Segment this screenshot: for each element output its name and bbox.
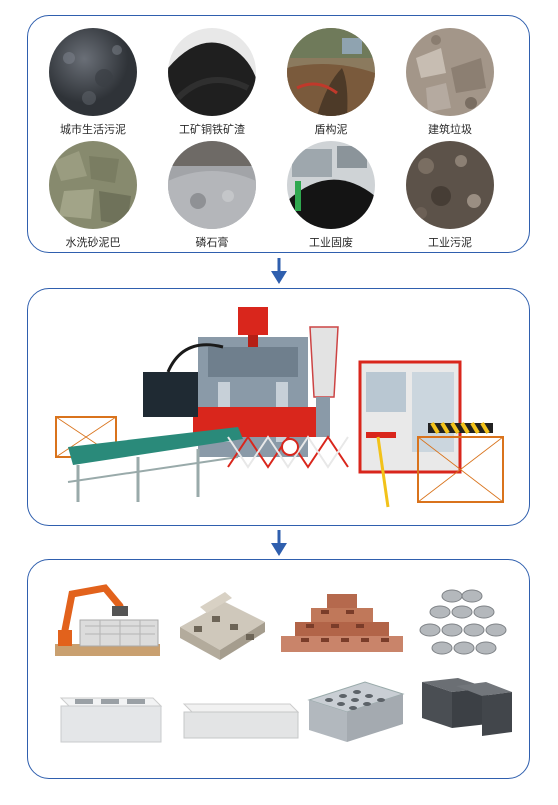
dark-grey-blocks-photo <box>416 672 516 744</box>
perforated-grey-block-photo <box>305 678 407 748</box>
round-pavers-photo <box>412 582 512 662</box>
block-press-machine-photo <box>55 307 504 508</box>
raw-materials-panel: 城市生活污泥 工矿铜铁矿渣 盾构泥 <box>27 15 530 253</box>
dark-sludge-photo <box>49 28 137 116</box>
material-label: 建筑垃圾 <box>428 123 472 136</box>
tunnel-excavation-photo <box>287 28 375 116</box>
material-item: 水洗砂泥巴 <box>39 141 147 250</box>
material-label: 水洗砂泥巴 <box>65 236 121 249</box>
material-item: 磷石膏 <box>158 141 266 250</box>
robot-arm-palletizing-photo <box>50 582 165 662</box>
material-label: 城市生活污泥 <box>60 123 126 136</box>
construction-debris-photo <box>406 28 494 116</box>
wet-sand-mud-photo <box>49 141 137 229</box>
flow-arrow-down-icon <box>271 530 287 556</box>
finished-products-panel <box>27 559 530 779</box>
industrial-solid-waste-photo <box>287 141 375 229</box>
white-hollow-block-photo <box>53 690 165 746</box>
material-label: 磷石膏 <box>195 236 229 249</box>
solid-white-block-photo <box>178 696 303 742</box>
interlocking-hollow-block-photo <box>170 582 270 664</box>
material-item: 工矿铜铁矿渣 <box>158 28 266 137</box>
red-hollow-bricks-photo <box>281 590 403 660</box>
material-item: 城市生活污泥 <box>39 28 147 137</box>
material-item: 建筑垃圾 <box>396 28 504 137</box>
material-item: 盾构泥 <box>277 28 385 137</box>
industrial-sludge-photo <box>406 141 494 229</box>
material-label: 盾构泥 <box>314 123 348 136</box>
material-item: 工业固废 <box>277 141 385 250</box>
flow-arrow-down-icon <box>271 258 287 284</box>
material-label: 工业污泥 <box>428 236 472 249</box>
material-label: 工业固废 <box>309 236 353 249</box>
material-label: 工矿铜铁矿渣 <box>179 123 245 136</box>
phosphogypsum-photo <box>168 141 256 229</box>
black-slag-pile-photo <box>168 28 256 116</box>
material-item: 工业污泥 <box>396 141 504 250</box>
production-line-panel <box>27 288 530 526</box>
